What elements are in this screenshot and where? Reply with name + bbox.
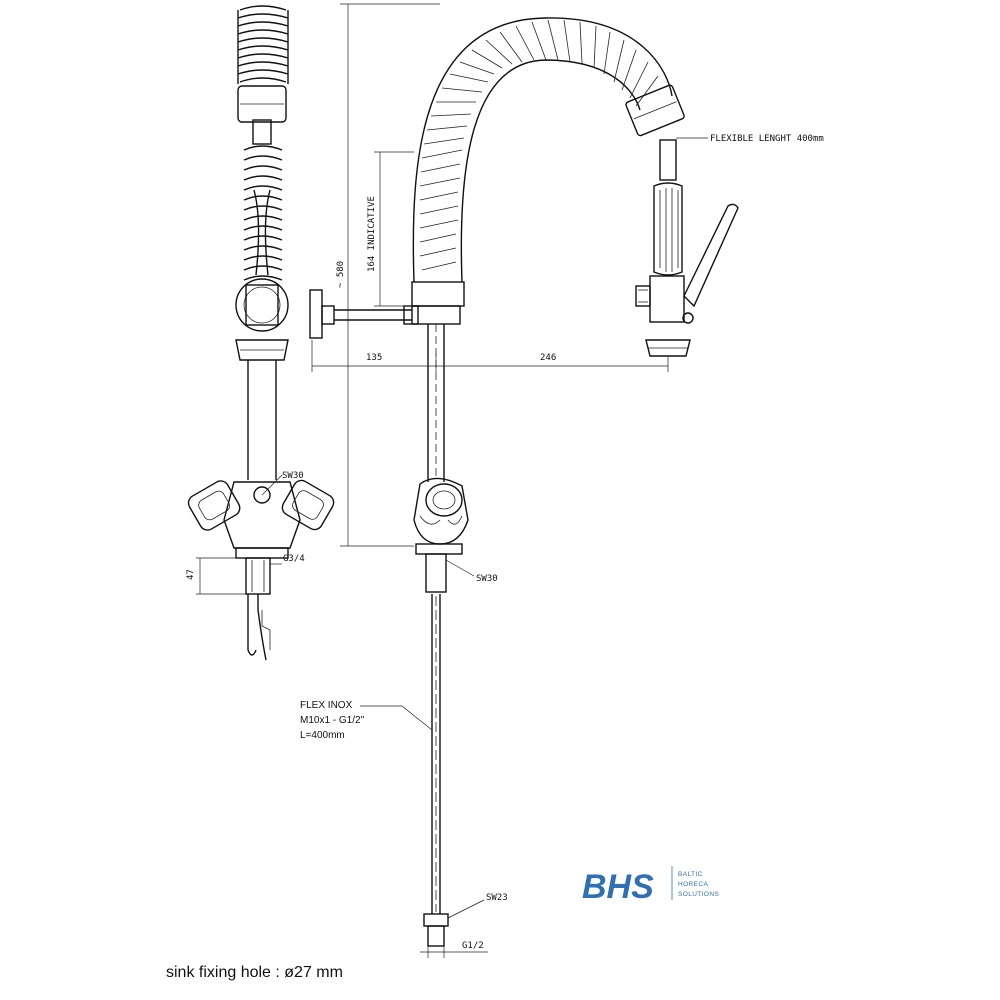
side-view: SW30 G3/4 47	[186, 5, 335, 661]
flex-length-label: FLEXIBLE LENGHT 400mm	[710, 134, 824, 144]
dim-47-label: 47	[186, 569, 196, 580]
spray-lever	[683, 203, 739, 308]
sw30-right-leader	[445, 559, 475, 577]
side-mixer	[187, 479, 335, 559]
flex-inox-line2: M10x1 - G1/2"	[300, 715, 365, 726]
side-spring-top	[237, 5, 289, 84]
dim-246-label: 246	[540, 353, 556, 363]
sw30-left-leader	[261, 474, 283, 496]
bhs-logo: BHS BALTIC HORECA SOLUTIONS	[582, 866, 719, 906]
side-hose-2	[257, 594, 267, 661]
g34-label: G3/4	[283, 554, 305, 564]
dimensions: ~ 580 164 INDICATIVE 135 246	[311, 3, 669, 547]
flex-inox-line3: L=400mm	[300, 730, 345, 741]
side-valve-body	[235, 278, 289, 361]
front-view: FLEXIBLE LENGHT 400mm	[300, 17, 824, 958]
dim-580-label: ~ 580	[336, 261, 346, 288]
side-spring-lower	[243, 119, 283, 281]
logo-line3: SOLUTIONS	[678, 891, 719, 898]
wall-bracket	[309, 289, 419, 339]
spray-gun	[635, 139, 739, 357]
dim-164-label: 164 INDICATIVE	[367, 196, 377, 272]
sw30-right-label: SW30	[476, 574, 498, 584]
front-shank	[425, 553, 447, 593]
dim-135-label: 135	[366, 353, 382, 363]
column-top-fitting	[411, 281, 465, 307]
front-mixer	[413, 477, 469, 555]
flex-inox-line1: FLEX INOX	[300, 700, 353, 711]
spray-head-block	[625, 84, 685, 137]
flex-inox-leader	[360, 705, 433, 731]
logo-name: BHS	[582, 868, 654, 906]
logo-line1: BALTIC	[678, 871, 703, 878]
side-shank	[245, 557, 271, 595]
side-head-block	[237, 85, 287, 123]
sw30-left-label: SW30	[282, 471, 304, 481]
side-hose-1	[247, 594, 257, 656]
sw23-leader	[447, 899, 485, 919]
bottom-nut	[423, 913, 449, 927]
spring-arc	[412, 17, 673, 283]
g12-label: G1/2	[462, 941, 484, 951]
logo-line2: HORECA	[678, 881, 708, 888]
sink-hole-caption: sink fixing hole : ø27 mm	[166, 964, 343, 981]
sw23-label: SW23	[486, 893, 508, 903]
